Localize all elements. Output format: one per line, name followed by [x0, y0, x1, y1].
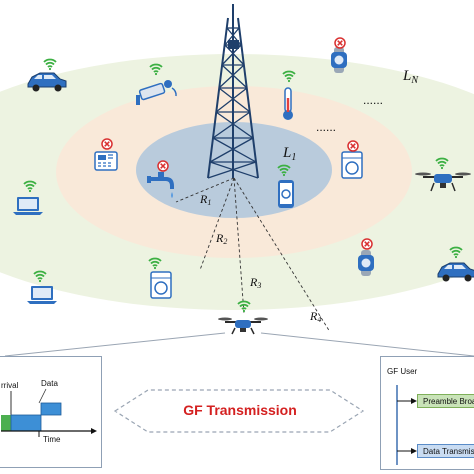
wifi-icon	[43, 58, 57, 71]
dots-outer: ......	[363, 93, 383, 107]
timing-panel-left: rrival Data Time	[0, 356, 102, 468]
smartwatch-icon	[358, 250, 374, 276]
l1-label: L1	[282, 145, 296, 163]
washing-machine-icon	[341, 151, 363, 179]
preamble-broadcast-tag: Preamble Broadca	[417, 394, 474, 408]
radius-lines	[175, 177, 331, 333]
cell-tower-icon	[207, 4, 259, 179]
time-axis-label: Time	[43, 435, 61, 444]
gf-user-title: GF User	[387, 367, 418, 376]
drone-icon	[415, 172, 471, 192]
r3-label: R3	[249, 275, 261, 290]
no-signal-icon	[347, 140, 359, 152]
drone-icon	[218, 317, 268, 335]
car-icon	[27, 72, 67, 92]
smartphone-icon	[278, 180, 294, 208]
connector-line-left	[4, 332, 226, 357]
timeline-graphic	[1, 388, 97, 437]
faucet-icon	[147, 172, 174, 198]
gf-user-timeline	[396, 385, 417, 465]
no-signal-icon	[361, 238, 373, 250]
thermostat-panel-icon	[94, 151, 118, 171]
r2-label: R2	[215, 231, 227, 246]
laptop-icon	[27, 286, 57, 304]
no-signal-icon	[157, 160, 169, 172]
smartwatch-icon	[331, 47, 347, 73]
gf-transmission-title: GF Transmission	[183, 402, 297, 418]
data-label: Data	[41, 379, 58, 388]
car-icon	[437, 262, 474, 282]
data-transmission-tag: Data Transmission	[417, 444, 474, 458]
connector-line-right	[260, 332, 474, 357]
r1-label: R1	[199, 192, 211, 207]
no-signal-icon	[101, 138, 113, 150]
r4-label: R4	[309, 309, 321, 324]
gf-transmission-banner	[113, 389, 365, 433]
arrival-label: rrival	[1, 381, 19, 390]
thermometer-icon	[283, 87, 293, 120]
washing-machine-icon	[150, 271, 172, 299]
ln-label: LN	[402, 68, 419, 86]
dots-inner: ......	[316, 120, 336, 134]
no-signal-icon	[334, 37, 346, 49]
gf-user-panel: GF User Preamble Broadca Data Transmissi…	[380, 356, 474, 470]
cctv-camera-icon	[136, 80, 177, 105]
laptop-icon	[13, 197, 43, 215]
